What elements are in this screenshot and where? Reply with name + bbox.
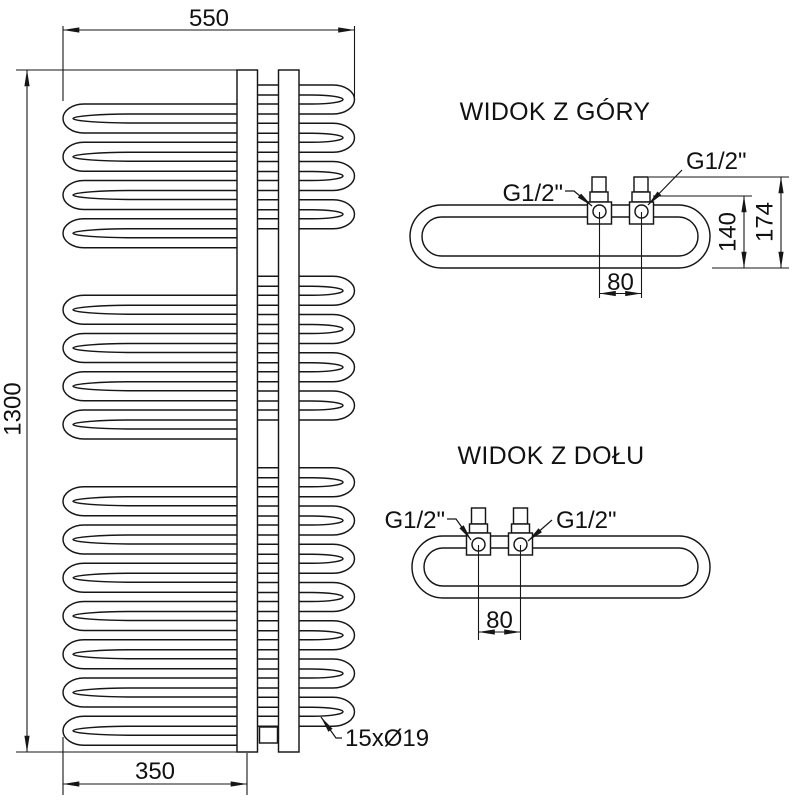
collector-right xyxy=(277,69,300,753)
tube-element-edge xyxy=(72,696,356,736)
tube-element-edge xyxy=(62,285,344,325)
tube-element-edge xyxy=(62,132,344,172)
tube-element-edge xyxy=(62,209,344,249)
tube-element-edge xyxy=(62,94,344,134)
tube-element-edge xyxy=(72,658,356,698)
bottom-view: WIDOK Z DOŁU G1/2" G1/2" xyxy=(384,442,711,640)
tube-element-edge xyxy=(72,467,356,507)
thread-label: G1/2" xyxy=(384,507,445,534)
thread-label: G1/2" xyxy=(502,180,563,207)
top-view-title: WIDOK Z GÓRY xyxy=(460,97,651,126)
tube-element-edge xyxy=(62,323,344,364)
dim-80-label: 80 xyxy=(607,269,634,296)
top-view-tube-inner xyxy=(421,216,699,257)
top-view-dim-80: 80 xyxy=(598,212,643,298)
top-view-thread-right-callout: G1/2" xyxy=(647,148,747,206)
tube-element-edge xyxy=(72,543,356,583)
tube-element-edge xyxy=(72,352,356,392)
dim-350-label: 350 xyxy=(135,758,175,785)
tube-element-edge xyxy=(72,275,356,315)
tube-element-edge xyxy=(62,400,344,440)
dim-80-label: 80 xyxy=(486,607,513,634)
tube-count-label: 15xØ19 xyxy=(345,725,429,752)
thread-label: G1/2" xyxy=(556,507,617,534)
thread-label: G1/2" xyxy=(686,148,747,175)
dim-1300: 1300 xyxy=(0,69,248,753)
bottom-view-dim-80: 80 xyxy=(477,545,522,640)
dim-174-label: 174 xyxy=(752,202,779,242)
tube-element-edge xyxy=(62,591,344,632)
dim-350: 350 xyxy=(62,737,248,795)
dim-550-label: 550 xyxy=(189,5,229,32)
dim-140-label: 140 xyxy=(715,212,742,252)
top-view: WIDOK Z GÓRY G1/2" G1/2" xyxy=(409,97,789,298)
tube-count-callout: 15xØ19 xyxy=(320,716,429,752)
top-view-tube-outer xyxy=(409,204,711,269)
bottom-view-title: WIDOK Z DOŁU xyxy=(458,442,645,470)
tube-element-edge xyxy=(62,362,344,402)
dim-550: 550 xyxy=(62,5,356,101)
tube-element-edge xyxy=(72,581,356,622)
tube-element-edge xyxy=(72,122,356,162)
tube-element-edge xyxy=(62,668,344,708)
tube-element-edge xyxy=(62,477,344,517)
tube-element-edge xyxy=(72,160,356,201)
top-view-dim-140: 140 xyxy=(653,195,789,269)
tube-element-edge xyxy=(72,199,356,239)
tube-element-edge xyxy=(62,630,344,670)
top-view-thread-left-callout: G1/2" xyxy=(502,180,593,207)
top-view-dim-174: 174 xyxy=(649,176,789,269)
front-view: 550 1300 350 15xØ19 xyxy=(0,5,429,795)
tube-element-edge xyxy=(62,553,344,593)
tube-element-edge xyxy=(62,170,344,211)
dim-1300-label: 1300 xyxy=(0,382,27,435)
bottom-view-valve-right xyxy=(507,507,534,556)
bottom-view-tube-outer xyxy=(411,535,711,599)
collector-bottom-bridge xyxy=(258,726,279,744)
tube-element-edge xyxy=(72,505,356,545)
tube-element-edge xyxy=(72,390,356,430)
bottom-view-thread-right-callout: G1/2" xyxy=(527,507,617,542)
tube-element-edge xyxy=(62,706,344,746)
tube-element-edge xyxy=(72,313,356,354)
bottom-view-thread-left-callout: G1/2" xyxy=(384,507,472,541)
collector-left xyxy=(236,69,259,753)
tube-elements xyxy=(62,84,356,746)
tube-element-edge xyxy=(62,515,344,555)
tube-element-edge xyxy=(72,620,356,660)
tube-element-edge xyxy=(72,84,356,124)
bottom-view-tube-inner xyxy=(423,547,699,587)
